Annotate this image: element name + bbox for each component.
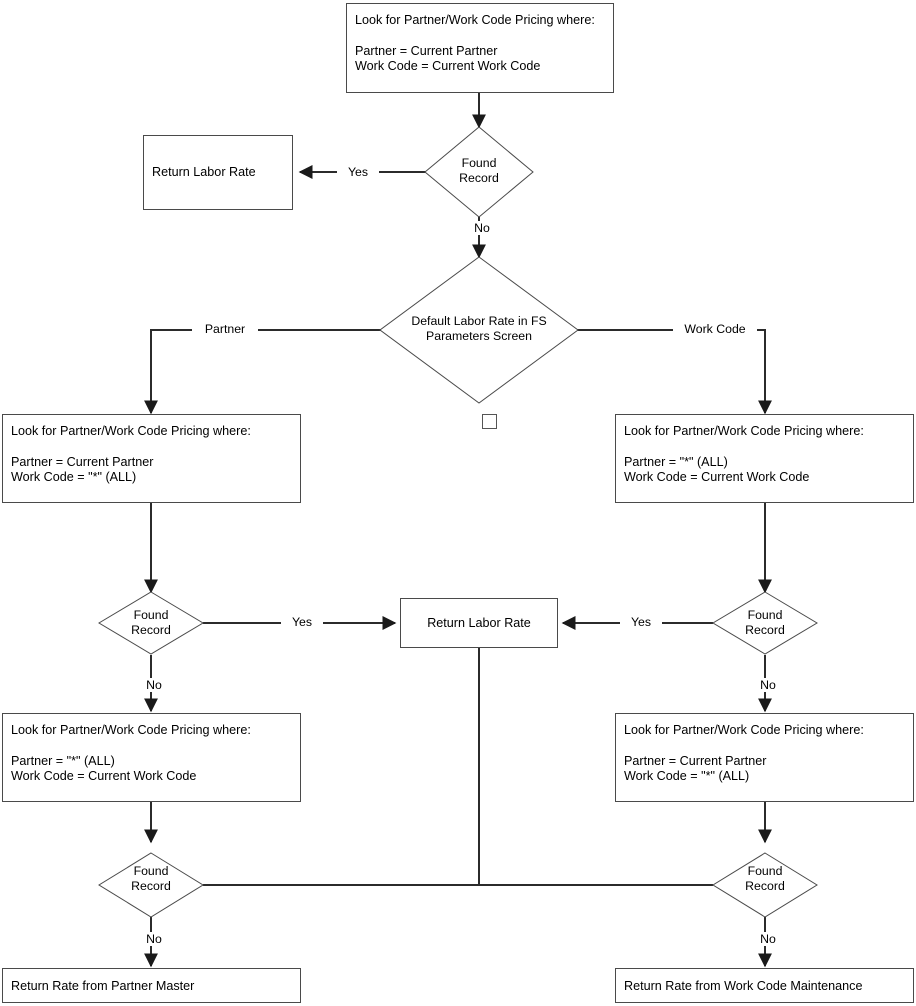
diamond-default-labor-rate [379, 256, 579, 404]
diamond-found-record-left-mid [98, 591, 204, 655]
edge-label-yes-top: Yes [337, 165, 379, 179]
diamond-found-record-right-mid-label: Found Record [745, 608, 785, 637]
edge-label-no-left-bottom: No [138, 932, 170, 946]
process-start-lookup[interactable]: Look for Partner/Work Code Pricing where… [346, 3, 614, 93]
edge-label-yes-left-mid: Yes [281, 615, 323, 629]
process-lookup-left-lower-text: Look for Partner/Work Code Pricing where… [11, 723, 251, 784]
terminal-return-rate-partner-master-text: Return Rate from Partner Master [11, 978, 195, 993]
diamond-found-record-right-mid [712, 591, 818, 655]
diamond-found-record-left-bottom [98, 852, 204, 918]
edge-label-branch-work-code: Work Code [673, 322, 757, 336]
terminal-return-rate-work-code-maintenance-text: Return Rate from Work Code Maintenance [624, 978, 863, 993]
diamond-found-record-left-bottom-label: Found Record [131, 864, 171, 893]
edge-label-no-top: No [466, 221, 498, 235]
process-lookup-left-upper[interactable]: Look for Partner/Work Code Pricing where… [2, 414, 301, 503]
diamond-default-labor-rate-label: Default Labor Rate in FS Parameters Scre… [411, 314, 547, 343]
edge-branch-work-code [577, 329, 772, 415]
edge-label-branch-partner: Partner [192, 322, 258, 336]
edge-label-no-right-mid: No [752, 678, 784, 692]
diamond-found-record-right-bottom [712, 852, 818, 918]
process-lookup-right-upper-text: Look for Partner/Work Code Pricing where… [624, 424, 864, 485]
edge-label-no-left-mid: No [138, 678, 170, 692]
process-lookup-right-lower[interactable]: Look for Partner/Work Code Pricing where… [615, 713, 914, 802]
diamond-found-record-top [424, 126, 534, 218]
edge-label-no-right-bottom: No [752, 932, 784, 946]
process-lookup-left-upper-text: Look for Partner/Work Code Pricing where… [11, 424, 251, 485]
process-lookup-right-upper[interactable]: Look for Partner/Work Code Pricing where… [615, 414, 914, 503]
diamond-found-record-top-label: Found Record [459, 156, 499, 185]
process-return-labor-rate-top-left-text: Return Labor Rate [152, 164, 256, 179]
terminal-return-rate-work-code-maintenance[interactable]: Return Rate from Work Code Maintenance [615, 968, 914, 1003]
diamond-found-record-left-mid-label: Found Record [131, 608, 171, 637]
edge-label-yes-right-mid: Yes [620, 615, 662, 629]
process-return-labor-rate-top-left[interactable]: Return Labor Rate [143, 135, 293, 210]
process-return-labor-rate-center[interactable]: Return Labor Rate [400, 598, 558, 648]
process-return-labor-rate-center-text: Return Labor Rate [427, 616, 531, 630]
diamond-found-record-right-bottom-label: Found Record [745, 864, 785, 893]
process-start-lookup-text: Look for Partner/Work Code Pricing where… [355, 13, 595, 74]
decorative-square [482, 414, 497, 429]
terminal-return-rate-partner-master[interactable]: Return Rate from Partner Master [2, 968, 301, 1003]
edge-branch-partner [144, 329, 383, 415]
process-lookup-right-lower-text: Look for Partner/Work Code Pricing where… [624, 723, 864, 784]
process-lookup-left-lower[interactable]: Look for Partner/Work Code Pricing where… [2, 713, 301, 802]
